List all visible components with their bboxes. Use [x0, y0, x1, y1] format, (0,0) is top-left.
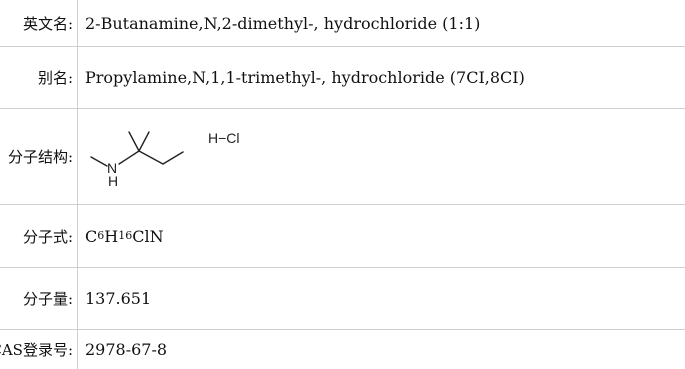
- alias-value: Propylamine,N,1,1-trimethyl-, hydrochlor…: [85, 68, 525, 87]
- structure-value: N H H−Cl: [78, 109, 685, 204]
- molecular-structure-diagram: N H H−Cl: [90, 130, 240, 187]
- row-molecular-weight: 分子量: 137.651: [0, 268, 685, 330]
- bond-c-methyl-b: [138, 131, 150, 152]
- formula-element-c: C: [85, 226, 98, 246]
- row-alias: 别名: Propylamine,N,1,1-trimethyl-, hydroc…: [0, 47, 685, 109]
- amine-nitrogen-atom: N: [107, 160, 117, 176]
- cas-label: CAS登录号:: [0, 330, 78, 369]
- row-cas-number: CAS登录号: 2978-67-8: [0, 330, 685, 369]
- bond-c-methyl-a: [128, 131, 140, 152]
- english-name-label: 英文名:: [0, 0, 78, 46]
- weight-label: 分子量:: [0, 268, 78, 329]
- bond-c-ch2: [138, 150, 164, 165]
- bond-methyl-n: [90, 156, 108, 167]
- bond-ch2-ch3: [162, 151, 184, 165]
- cas-value: 2978-67-8: [85, 340, 168, 359]
- formula-element-h: H: [104, 226, 119, 246]
- amine-hydrogen-atom: H: [108, 173, 118, 187]
- row-english-name: 英文名: 2-Butanamine,N,2-dimethyl-, hydroch…: [0, 0, 685, 47]
- hydrogen-chloride-label: H−Cl: [208, 130, 240, 146]
- structure-label: 分子结构:: [0, 109, 78, 204]
- formula-label: 分子式:: [0, 205, 78, 267]
- row-molecular-structure: 分子结构: N H H−Cl: [0, 109, 685, 205]
- weight-value: 137.651: [85, 289, 152, 308]
- formula-element-cln: ClN: [132, 226, 164, 246]
- alias-label: 别名:: [0, 47, 78, 108]
- bond-n-c: [118, 150, 140, 165]
- english-name-value: 2-Butanamine,N,2-dimethyl-, hydrochlorid…: [85, 13, 481, 33]
